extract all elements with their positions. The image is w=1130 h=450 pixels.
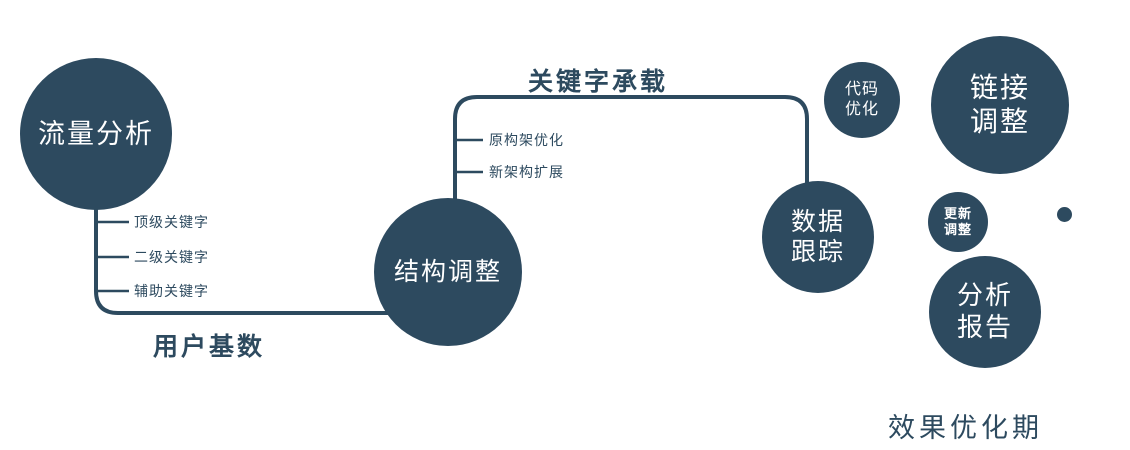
node-traffic-analysis-label: 流量分析 bbox=[38, 118, 154, 149]
node-link-adjustment-line2: 调整 bbox=[969, 106, 1030, 137]
branch-label-top-keywords: 顶级关键字 bbox=[134, 214, 209, 230]
node-data-tracking-line2: 跟踪 bbox=[790, 238, 845, 266]
branch-label-secondary-keywords: 二级关键字 bbox=[134, 249, 209, 265]
footer-caption: 效果优化期 bbox=[888, 413, 1043, 443]
node-data-tracking-line1: 数据 bbox=[790, 207, 845, 236]
node-code-optimization-line1: 代码 bbox=[844, 81, 879, 99]
node-code-optimization-line2: 优化 bbox=[844, 101, 879, 118]
bullet-dot bbox=[1057, 207, 1072, 222]
node-analysis-report-line1: 分析 bbox=[956, 280, 1013, 311]
node-analysis-report: 分析 报告 bbox=[929, 256, 1041, 368]
node-update-adjustment: 更新 调整 bbox=[928, 192, 988, 252]
node-update-adjustment-line1: 更新 bbox=[943, 206, 972, 222]
node-code-optimization: 代码 优化 bbox=[824, 62, 900, 138]
branch-label-new-architecture: 新架构扩展 bbox=[489, 164, 564, 180]
node-analysis-report-line2: 报告 bbox=[956, 312, 1013, 342]
node-link-adjustment-line1: 链接 bbox=[969, 71, 1030, 103]
node-update-adjustment-line2: 调整 bbox=[943, 222, 972, 237]
branch-label-original-architecture: 原构架优化 bbox=[489, 132, 564, 148]
node-structure-adjustment: 结构调整 bbox=[374, 198, 522, 346]
node-link-adjustment: 链接 调整 bbox=[931, 36, 1069, 174]
edge-label-keyword-bearing: 关键字承载 bbox=[528, 68, 669, 96]
branch-label-auxiliary-keywords: 辅助关键字 bbox=[134, 283, 209, 299]
node-traffic-analysis: 流量分析 bbox=[20, 58, 172, 210]
node-structure-adjustment-label: 结构调整 bbox=[393, 257, 502, 286]
edge-label-user-base: 用户基数 bbox=[153, 333, 266, 361]
connector-structure-to-datatracking bbox=[453, 95, 809, 199]
node-data-tracking: 数据 跟踪 bbox=[762, 181, 874, 293]
